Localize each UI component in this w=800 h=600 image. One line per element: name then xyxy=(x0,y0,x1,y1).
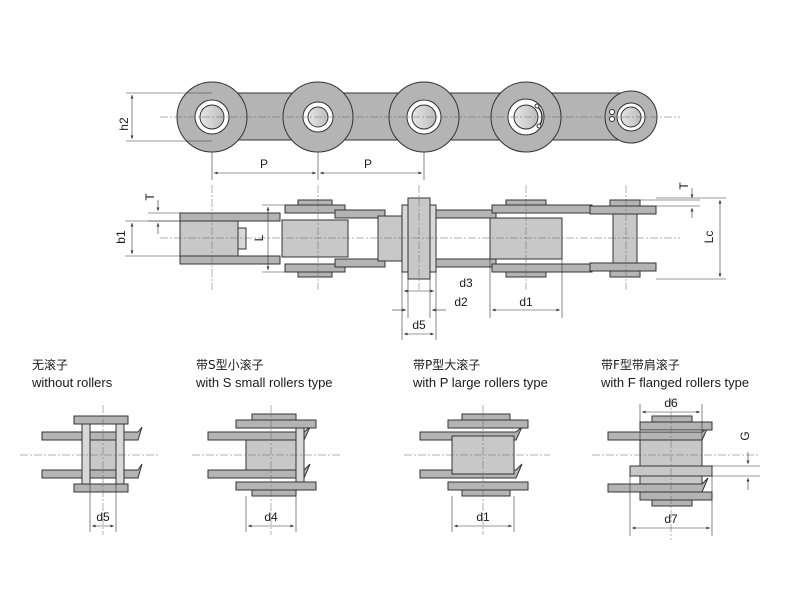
caption-cn: 带F型带肩滚子 xyxy=(601,357,680,372)
variant-f-flanged-rollers: d6 G d7 xyxy=(592,396,760,540)
d1-label: d1 xyxy=(476,510,490,524)
caption-en: with F flanged rollers type xyxy=(600,375,749,390)
b1-dimension: b1 xyxy=(114,220,180,257)
lc-dimension: Lc xyxy=(656,197,726,280)
variant-without-rollers: d5 xyxy=(20,405,160,535)
variant-captions: 无滚子 without rollers 带S型小滚子 with S small … xyxy=(31,357,749,390)
d5-label: d5 xyxy=(412,318,426,332)
variant-p-large-rollers: d1 xyxy=(404,405,550,535)
pitch-dimension: P P xyxy=(211,152,425,180)
d1-label: d1 xyxy=(519,295,533,309)
d5-dimension: d5 xyxy=(401,300,437,340)
caption-cn: 带P型大滚子 xyxy=(413,357,480,372)
side-view: T b1 L T Lc xyxy=(114,182,726,340)
caption-cn: 无滚子 xyxy=(32,357,68,372)
g-label: G xyxy=(738,431,752,440)
pitch-label: P xyxy=(364,157,372,171)
l-dimension: L xyxy=(252,204,300,273)
t-dimension-right: T xyxy=(640,182,700,218)
d2-label: d2 xyxy=(454,295,468,309)
d4-label: d4 xyxy=(264,510,278,524)
caption-en: with S small rollers type xyxy=(195,375,333,390)
d2-dimension: d2 xyxy=(392,279,468,318)
t-label: T xyxy=(677,182,691,190)
lc-label: Lc xyxy=(702,231,716,244)
d7-label: d7 xyxy=(664,512,678,526)
d3-dimension: d3 xyxy=(401,272,473,300)
d3-label: d3 xyxy=(459,276,473,290)
d6-label: d6 xyxy=(664,396,678,410)
t-label: T xyxy=(143,193,157,201)
h2-label: h2 xyxy=(117,117,131,131)
caption-cn: 带S型小滚子 xyxy=(196,357,264,372)
caption-en: with P large rollers type xyxy=(412,375,548,390)
t-dimension-left: T xyxy=(143,193,180,234)
bushing-with-pin xyxy=(609,102,646,132)
b1-label: b1 xyxy=(114,230,128,244)
caption-en: without rollers xyxy=(31,375,113,390)
h2-dimension: h2 xyxy=(117,92,212,142)
pitch-label: P xyxy=(260,157,268,171)
d5-label: d5 xyxy=(96,510,110,524)
top-view: h2 P P xyxy=(117,81,680,180)
variant-s-small-rollers: d4 xyxy=(192,405,340,535)
l-label: L xyxy=(252,234,266,241)
d1-dimension: d1 xyxy=(489,259,563,318)
